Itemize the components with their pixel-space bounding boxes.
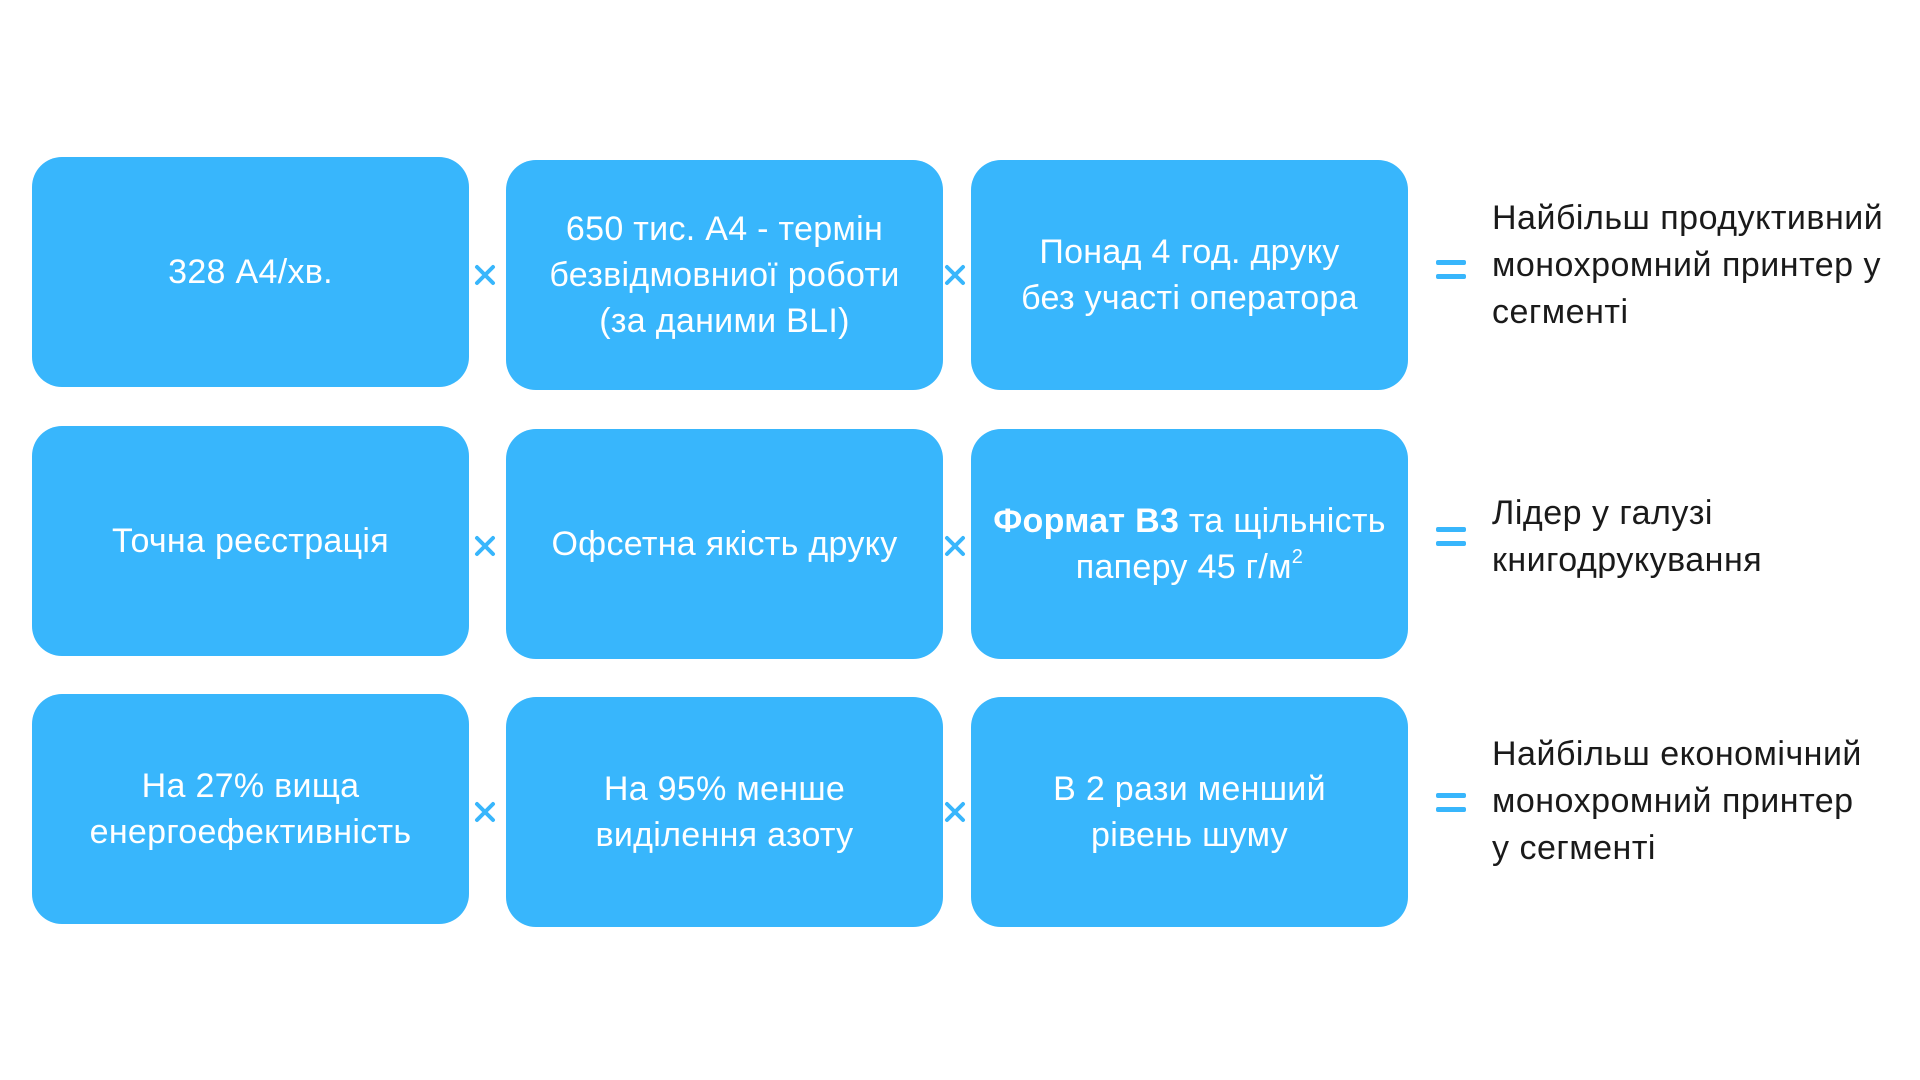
box-text: Понад 4 год. друку (1039, 233, 1340, 271)
result-leader: Лідер у галузі книгодрукування (1492, 490, 1912, 584)
box-text: рівень шуму (1091, 816, 1288, 854)
feature-box-speed: 328 А4/хв. (32, 157, 469, 387)
result-text: Найбільш економічний (1492, 735, 1862, 773)
equals-icon (1433, 788, 1469, 816)
feature-box-nitrogen: На 95% менше виділення азоту (506, 697, 943, 927)
box-text: 650 тис. А4 - термін (565, 210, 884, 248)
result-text: монохромний принтер у (1492, 246, 1882, 284)
result-text: монохромний принтер (1492, 782, 1854, 820)
result-text: у сегменті (1492, 829, 1656, 867)
box-text: (за даними BLI) (599, 302, 850, 340)
feature-box-autonomy: Понад 4 год. друку без участі оператора (971, 160, 1408, 390)
box-text: без участі оператора (1021, 279, 1358, 317)
box-text: Точна реєстрація (112, 522, 389, 560)
box-text: безвідмовниої роботи (549, 256, 900, 294)
equals-icon (1433, 255, 1469, 283)
box-text: На 27% вища (141, 767, 360, 805)
feature-box-quality: Офсетна якість друку (506, 429, 943, 659)
multiply-icon (937, 257, 973, 293)
box-text: В 2 рази менший (1053, 770, 1326, 808)
feature-box-format: Формат В3 та щільність паперу 45 г/м2 (971, 429, 1408, 659)
feature-box-noise: В 2 рази менший рівень шуму (971, 697, 1408, 927)
multiply-icon (467, 257, 503, 293)
feature-box-energy: На 27% вища енергоефективність (32, 694, 469, 924)
result-text: книгодрукування (1492, 541, 1763, 579)
result-text: Лідер у галузі (1492, 494, 1713, 532)
box-text: паперу 45 г/м (1075, 548, 1292, 586)
result-text: сегменті (1492, 293, 1629, 331)
box-text: На 95% менше (603, 770, 846, 808)
box-text: 328 А4/хв. (168, 253, 333, 291)
result-economy: Найбільш економічний монохромний принтер… (1492, 731, 1912, 872)
feature-box-registration: Точна реєстрація (32, 426, 469, 656)
box-text: енергоефективність (89, 813, 412, 851)
multiply-icon (467, 528, 503, 564)
box-text: виділення азоту (595, 816, 854, 854)
result-text: Найбільш продуктивний (1492, 199, 1884, 237)
box-text: Офсетна якість друку (551, 525, 898, 563)
superscript: 2 (1291, 545, 1304, 568)
equals-icon (1433, 522, 1469, 550)
feature-box-reliability: 650 тис. А4 - термін безвідмовниої робот… (506, 160, 943, 390)
multiply-icon (937, 528, 973, 564)
multiply-icon (467, 794, 503, 830)
box-text: та щільність (1179, 502, 1386, 540)
multiply-icon (937, 794, 973, 830)
box-text-bold: Формат В3 (993, 502, 1180, 540)
result-productivity: Найбільш продуктивний монохромний принте… (1492, 195, 1912, 336)
